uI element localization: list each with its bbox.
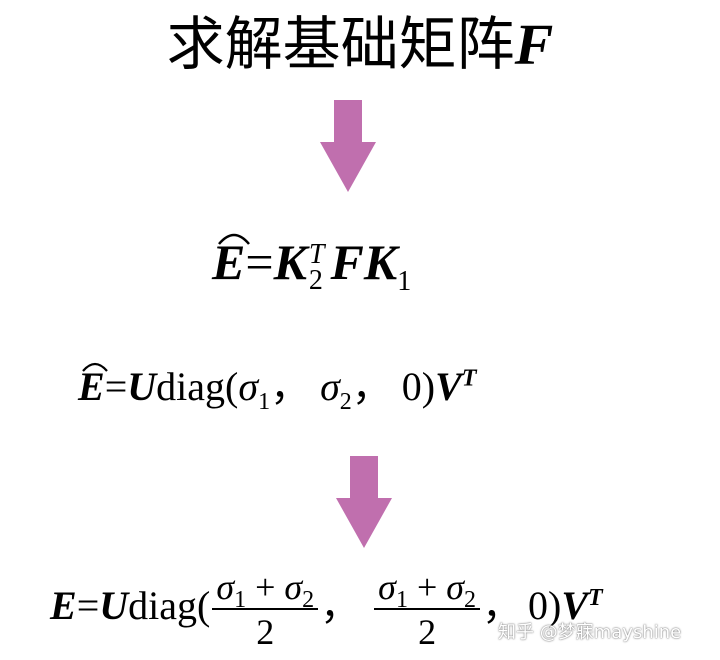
e-symbol-3: E [50,583,77,629]
title-symbol: F [514,12,554,77]
u-symbol: U [127,364,157,409]
sigma2-subscript: 2 [339,389,352,415]
sigma1-symbol: σ [238,364,259,409]
equals-sign-3: = [76,583,100,629]
comma-1: ， [270,364,311,409]
hat-icon-2 [82,362,108,372]
equation-svd: E =Udiag(σ1，σ2，0)VT [78,362,477,415]
sigma1-subscript: 1 [258,389,271,415]
frac2-sigma2-sub: 2 [464,587,477,614]
e-symbol: E [212,234,246,290]
diagram-title: 求解基础矩阵F [0,8,720,81]
down-arrow-1 [320,100,376,192]
fraction-2-numerator: σ1 + σ2 [374,566,480,612]
down-arrow-icon [336,456,392,548]
down-arrow-2 [336,456,392,548]
comma-2: ， [351,364,392,409]
frac2-sigma1: σ [378,567,396,607]
k2-subscript: 2 [308,264,323,296]
e-hat-2: E [78,362,108,412]
k1-subscript: 1 [397,266,412,297]
e-hat: E [212,232,250,292]
zero-paren: 0) [401,364,436,409]
frac1-sigma1: σ [216,567,235,607]
frac2-sigma1-sub: 1 [395,587,408,614]
watermark: 知乎 @梦寐mayshine [498,622,682,643]
k2-superscript: T [308,238,325,270]
frac1-sigma2-sub: 2 [302,587,315,614]
k2-symbol: K [273,234,307,290]
diag-text-3: diag( [128,583,211,629]
frac2-sigma2: σ [446,567,465,607]
e-symbol-2: E [78,364,105,409]
fraction-1-denominator: 2 [212,608,319,654]
u-symbol-3: U [99,583,129,629]
v-superscript: T [461,365,477,392]
equals-sign: = [245,234,274,290]
sigma2-symbol: σ [320,364,340,409]
title-text: 求解基础矩阵 [166,10,515,78]
comma-3b: ， [482,583,523,629]
fraction-1-numerator: σ1 + σ2 [212,566,318,612]
equals-sign-2: = [104,364,128,409]
frac1-plus: + [246,567,285,607]
v-superscript-3: T [588,584,603,611]
zero-paren-3: 0) [528,583,562,629]
frac1-sigma1-sub: 1 [234,587,247,614]
frac2-plus: + [407,567,447,607]
f-symbol: F [330,234,364,290]
v-symbol-3: V [561,583,589,629]
fraction-2-denominator: 2 [374,608,481,654]
v-symbol: V [435,364,462,409]
down-arrow-icon [320,100,376,192]
hat-icon [218,233,250,245]
frac1-sigma2: σ [284,567,303,607]
comma-3a: ， [320,583,361,629]
k1-symbol: K [363,234,398,290]
diag-text: diag( [156,364,239,409]
